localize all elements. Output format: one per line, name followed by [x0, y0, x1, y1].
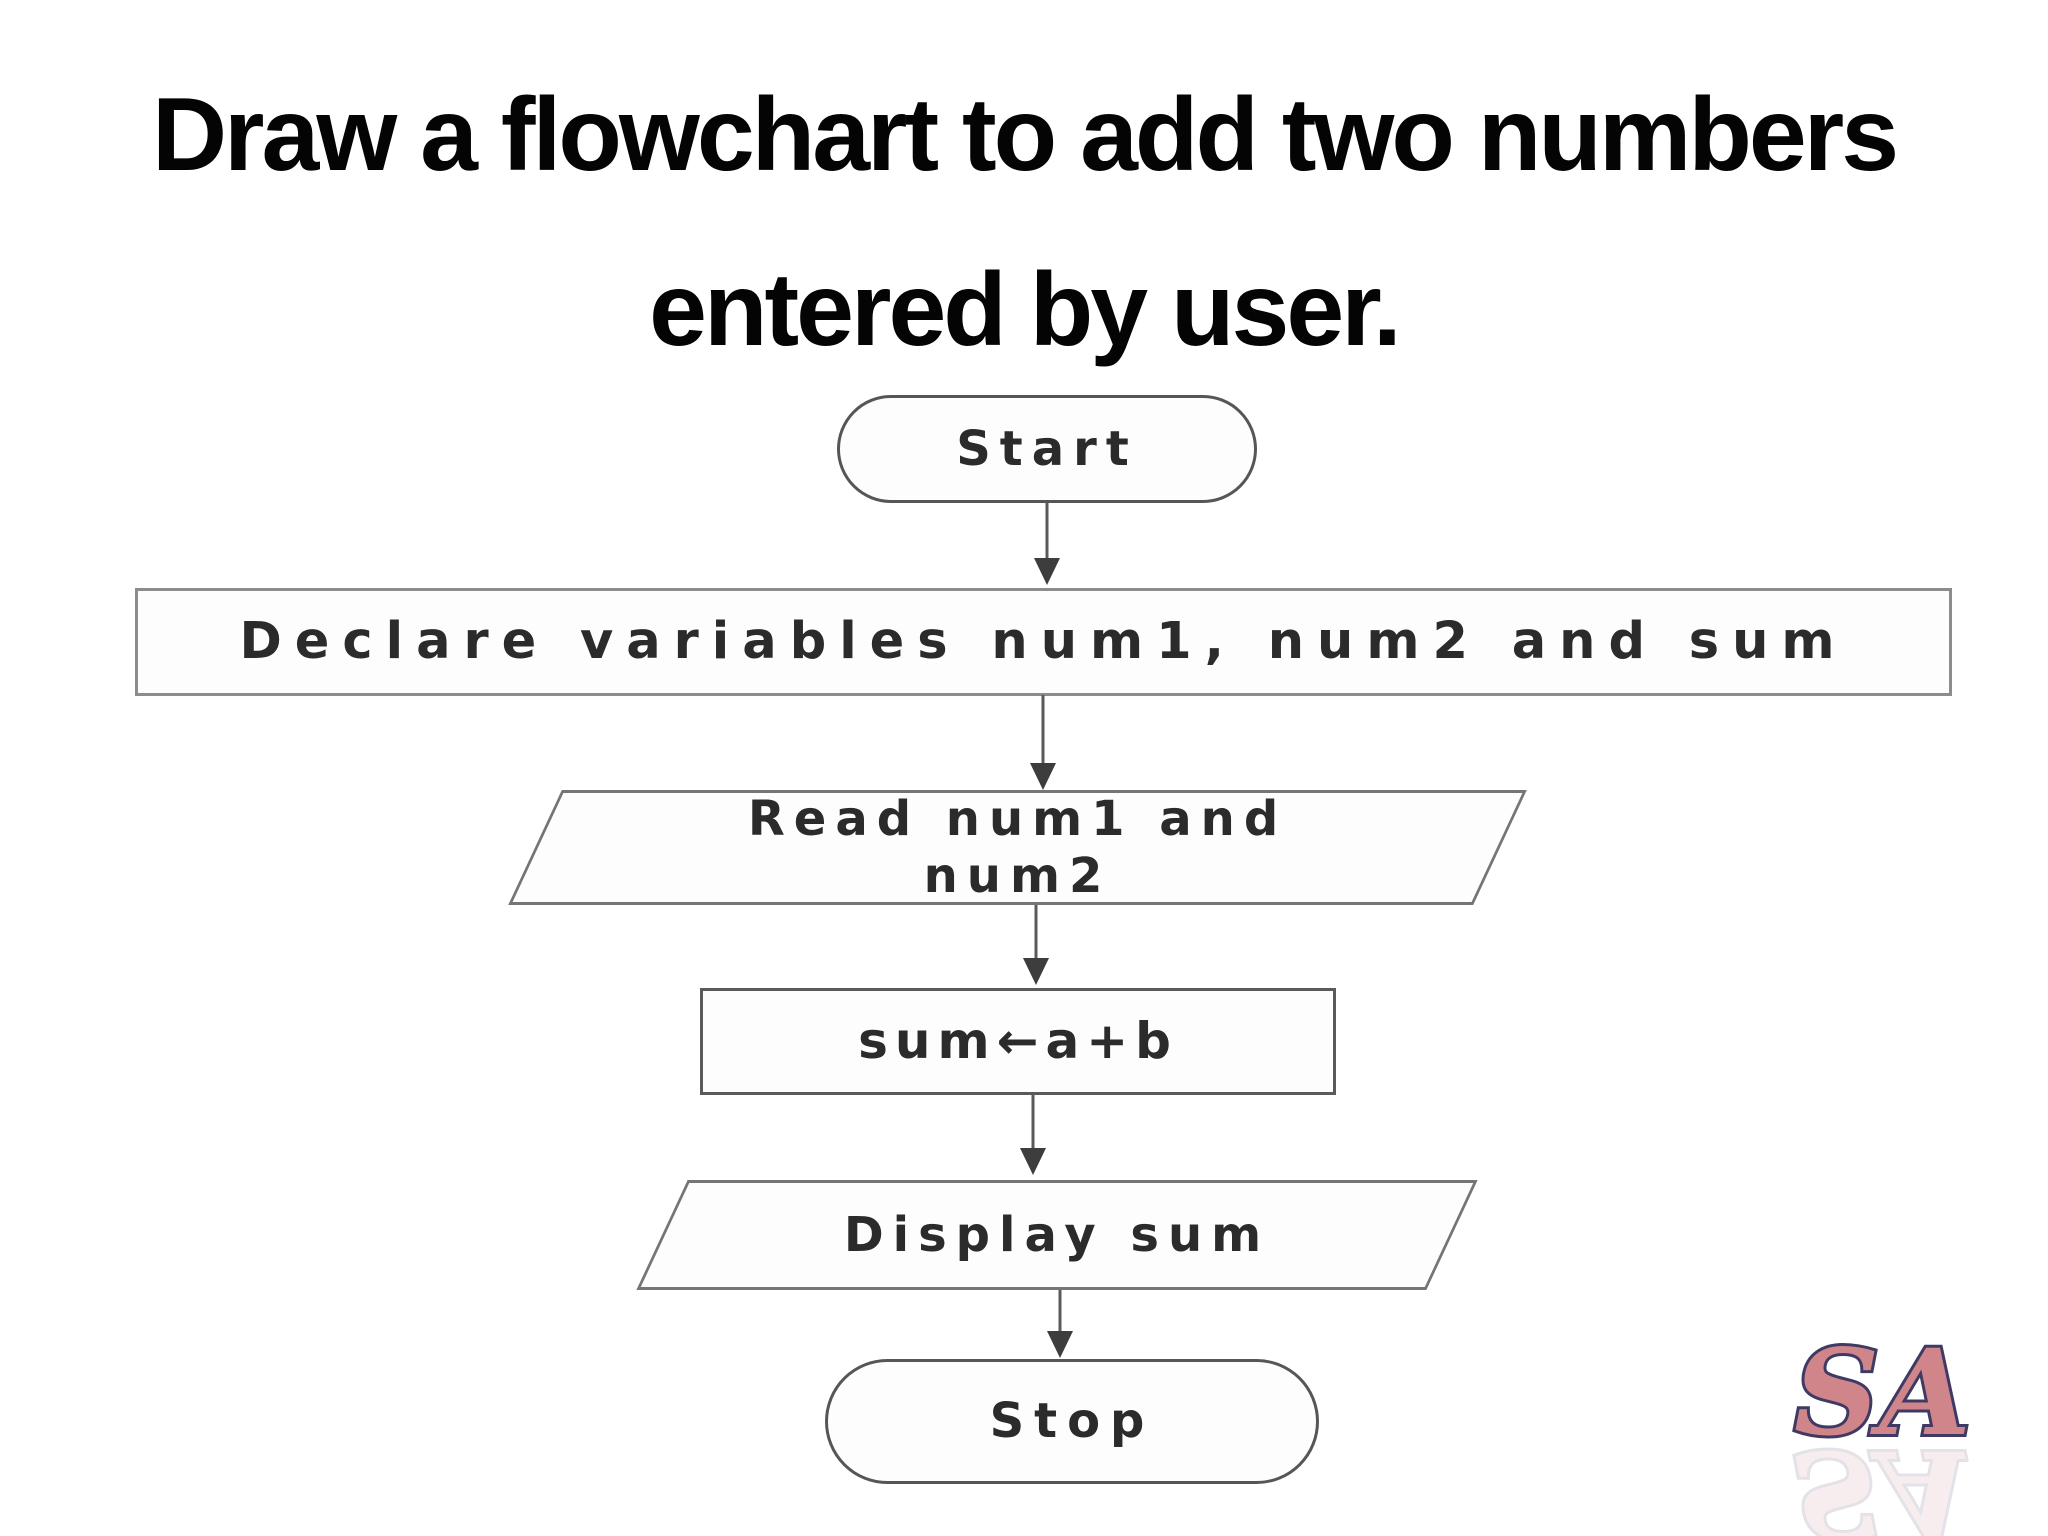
- start-terminator-shape: [837, 395, 1257, 503]
- flowchart-node-sum: sum←a+b: [700, 988, 1336, 1095]
- read-label: Read num1 and num2: [505, 790, 1530, 905]
- arrowhead-icon: [1047, 1331, 1073, 1358]
- sa-watermark: SA SA: [1791, 1320, 1974, 1536]
- flowchart-node-stop: Stop: [825, 1359, 1319, 1484]
- start-label: Start: [956, 420, 1138, 477]
- arrowhead-icon: [1030, 763, 1056, 790]
- stop-terminator-shape: [825, 1359, 1319, 1484]
- arrow-line: [1058, 1290, 1062, 1334]
- read-label-line-1: Read num1 and: [747, 790, 1288, 847]
- declare-process-shape: [135, 588, 1952, 696]
- flow-arrow-2: [1029, 695, 1057, 790]
- read-label-line-2: num2: [923, 847, 1112, 904]
- flow-arrow-3: [1022, 905, 1050, 985]
- arrowhead-icon: [1023, 958, 1049, 985]
- arrow-line: [1031, 1095, 1035, 1151]
- flow-arrow-4: [1019, 1095, 1047, 1175]
- flowchart-node-start: Start: [837, 395, 1257, 503]
- arrowhead-icon: [1034, 558, 1060, 585]
- display-label: Display sum: [843, 1206, 1271, 1263]
- arrowhead-icon: [1020, 1148, 1046, 1175]
- flowchart-node-display: Display sum: [632, 1180, 1482, 1290]
- sum-process-shape: [700, 988, 1336, 1095]
- sa-watermark-reflection: SA: [1794, 1424, 1971, 1536]
- sa-watermark-text: SA: [1794, 1323, 1971, 1462]
- declare-label: Declare variables num1, num2 and sum: [239, 611, 1848, 671]
- title-line-2: entered by user.: [649, 251, 1402, 368]
- flowchart-node-read: Read num1 and num2: [505, 790, 1530, 905]
- flow-arrow-5: [1046, 1290, 1074, 1358]
- arrow-line: [1045, 503, 1049, 561]
- stop-label: Stop: [989, 1393, 1155, 1450]
- arrow-line: [1041, 695, 1045, 766]
- flowchart-node-declare: Declare variables num1, num2 and sum: [135, 588, 1952, 696]
- slide-title: Draw a flowchart to add two numbers ente…: [0, 48, 2048, 397]
- sum-label: sum←a+b: [858, 1012, 1178, 1070]
- flow-arrow-1: [1033, 503, 1061, 585]
- title-line-1: Draw a flowchart to add two numbers: [151, 77, 1899, 193]
- arrow-line: [1034, 905, 1038, 961]
